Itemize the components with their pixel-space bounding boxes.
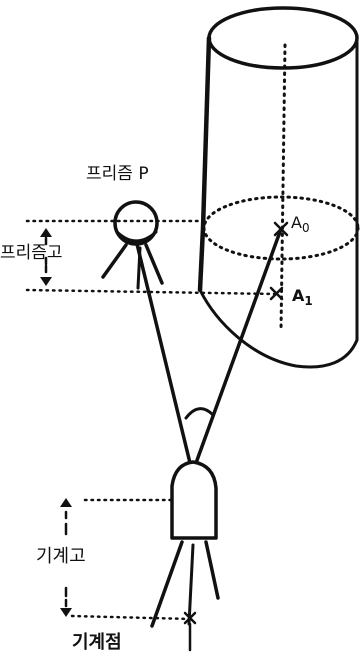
point-a1-letter: A <box>292 286 305 305</box>
prism-label: 프리즘 P <box>86 164 149 184</box>
point-a0-subscript: 0 <box>302 221 310 235</box>
cylinder-left-wall <box>197 35 212 293</box>
instrument-height-label: 기계고 <box>36 546 86 567</box>
prism-height-label: 프리즘고 <box>0 243 63 263</box>
cylinder-bottom-curve <box>198 288 359 369</box>
instrument-height-arrow-up <box>60 498 72 507</box>
a1-marker-stroke-2 <box>269 286 284 301</box>
instrument-point-label: 기계점 <box>72 632 122 653</box>
cylinder-top-ellipse <box>207 6 359 70</box>
sight-lines <box>135 227 283 465</box>
prism-height-dimension <box>40 228 52 286</box>
point-a1-subscript: 1 <box>304 294 312 308</box>
ground-level-line <box>25 288 277 296</box>
prism-tripod-right-leg <box>144 243 164 285</box>
instrument-ground-line <box>70 614 192 621</box>
point-a0-letter: A <box>291 213 302 232</box>
point-a1-label: A1 <box>292 286 313 308</box>
instrument-height-dimension <box>60 498 72 617</box>
prism-assembly <box>101 200 164 290</box>
instrument-tripod-center-leg <box>187 543 195 626</box>
cylinder-structure <box>197 6 359 369</box>
instrument-tripod-left-leg <box>150 540 184 628</box>
instrument-body <box>170 460 218 540</box>
sight-line-to-a0 <box>194 227 283 465</box>
point-a0-label: A0 <box>291 213 310 235</box>
prism-height-arrow-down <box>40 277 52 286</box>
sight-angle-arc <box>184 407 215 420</box>
cylinder-axis <box>279 43 287 332</box>
instrument-assembly <box>150 460 220 652</box>
sight-line-to-prism <box>135 242 192 465</box>
prism-tripod-left-leg <box>101 243 128 279</box>
instrument-tripod-right-leg <box>204 540 220 600</box>
section-ellipse <box>202 195 360 261</box>
a0-marker-stroke-2 <box>273 221 289 237</box>
prism-bracket <box>115 230 158 243</box>
instrument-height-arrow-down <box>60 608 72 617</box>
prism-height-arrow-up <box>40 228 52 237</box>
